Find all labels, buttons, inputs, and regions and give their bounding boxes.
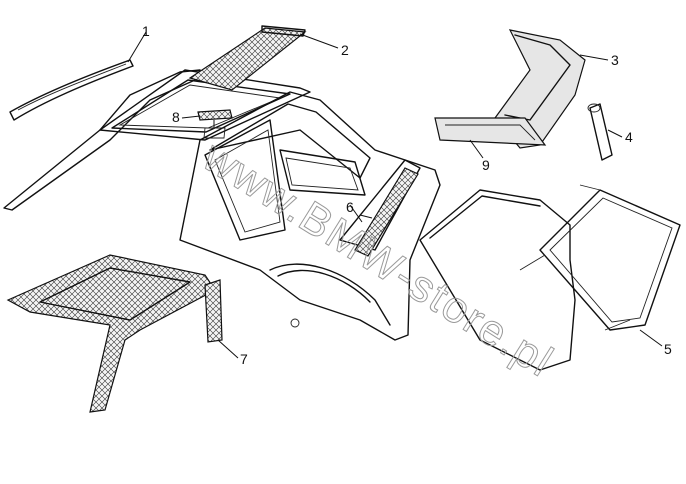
- part-9-parcel-shelf: [434, 117, 547, 146]
- callout-3: 3: [611, 52, 619, 68]
- windshield-surround: [6, 254, 216, 413]
- part-5-rear-window: [519, 184, 681, 331]
- part-8-bracket: [197, 109, 233, 139]
- callout-2: 2: [341, 42, 349, 58]
- callout-1: 1: [142, 23, 150, 39]
- convertible-top-cover: [419, 189, 576, 371]
- part-1-roof-rail: [9, 59, 134, 121]
- callout-9: 9: [482, 157, 490, 173]
- part-7-pillar-strip: [204, 279, 223, 343]
- part-6-trim-strip: [354, 167, 419, 257]
- watermark: www.BMW-store.pl: [194, 131, 562, 387]
- part-4-strap: [587, 103, 613, 161]
- part-2-roof-panel: [188, 25, 307, 91]
- callout-6: 6: [346, 199, 354, 215]
- callout-8: 8: [172, 109, 180, 125]
- callout-leaders: [127, 31, 663, 359]
- callout-5: 5: [664, 341, 672, 357]
- callout-7: 7: [240, 351, 248, 367]
- rear-body-shell: [179, 91, 441, 341]
- callout-4: 4: [625, 129, 633, 145]
